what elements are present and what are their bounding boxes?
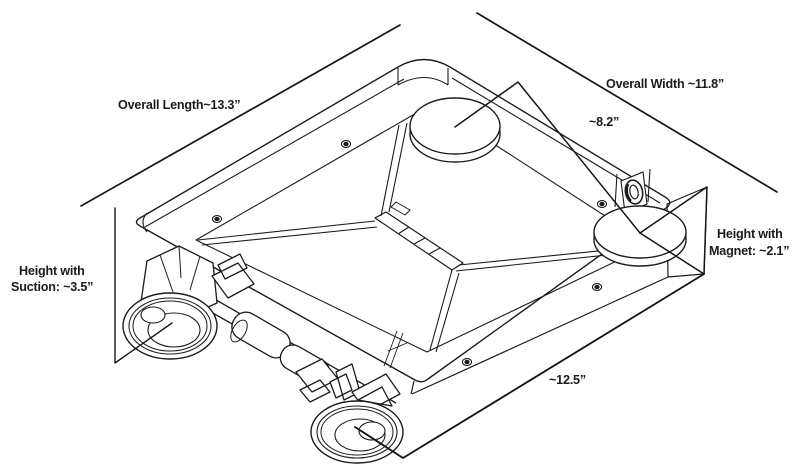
cup-inner (334, 418, 386, 452)
cup-outer-ring (122, 292, 218, 360)
plate-rim-lines (142, 68, 661, 233)
screws (211, 140, 608, 366)
label-magnet-spacing: ~8.2” (589, 115, 619, 129)
cup-inner (147, 312, 201, 348)
screw-icon (211, 215, 223, 223)
cup-ring (316, 405, 398, 459)
slot-detail (390, 201, 411, 216)
bottom-edge-dimension-line (354, 273, 705, 459)
screw-icon (596, 200, 608, 208)
magnet-height-callout (639, 186, 708, 275)
latch-lever (614, 168, 651, 214)
magnet-disc-face (409, 97, 501, 155)
magnet-spacing-leader (454, 81, 641, 234)
underside-ribs (197, 122, 649, 353)
break-mark (383, 330, 408, 369)
label-height-suction-line2: Suction: ~3.5” (11, 280, 93, 294)
label-bottom-edge: ~12.5” (549, 373, 586, 387)
cup-ring (128, 297, 212, 355)
roller-cap (230, 319, 248, 343)
cup-nipple (140, 306, 166, 324)
suction-height-callout (114, 207, 173, 364)
length-dimension-line (80, 24, 401, 207)
screw-icon (591, 283, 603, 291)
latch-housing (614, 168, 651, 214)
screw-icon (461, 358, 473, 366)
width-dimension-line (476, 12, 778, 193)
cup-nipple (358, 421, 386, 441)
cup-ring (320, 408, 394, 456)
latch-knob-inner (629, 184, 639, 200)
label-overall-length: Overall Length~13.3” (118, 98, 240, 112)
plate-outline (135, 58, 671, 383)
label-height-magnet-line1: Height with (717, 227, 783, 241)
suction-cup-left (122, 292, 218, 360)
label-height-magnet-line2: Magnet: ~2.1” (709, 244, 789, 258)
latch-knob-icon (624, 179, 644, 205)
left-cup-housing-folds (159, 245, 201, 293)
clamp-block (211, 253, 255, 299)
cup-ring (132, 300, 208, 352)
suction-cup-bottom (310, 400, 404, 464)
magnet-top (409, 97, 501, 163)
label-overall-width: Overall Width ~11.8” (606, 77, 724, 91)
screw-icon (340, 140, 352, 148)
latch-knob-crescent (625, 183, 632, 202)
skirt-edge (410, 276, 669, 395)
center-slot (374, 211, 464, 271)
dimension-lines (80, 12, 778, 459)
labels: Overall Length~13.3” Overall Width ~11.8… (11, 77, 790, 387)
label-height-suction-line1: Height with (19, 264, 85, 278)
cup-outer-ring (310, 400, 404, 464)
magnet-right (593, 205, 687, 267)
